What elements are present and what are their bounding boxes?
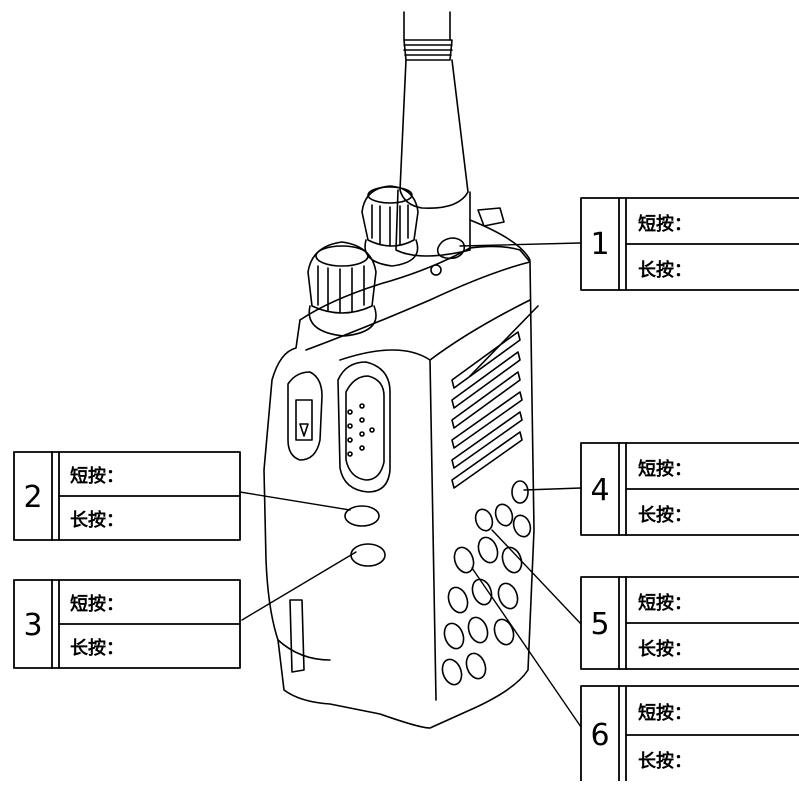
short-press-label: 短按：	[70, 465, 124, 487]
long-press-label: 长按：	[70, 637, 124, 659]
side-button-3-icon	[350, 543, 386, 567]
short-press-label: 短按：	[70, 593, 124, 615]
callout-1	[580, 197, 799, 291]
callout-2	[13, 451, 241, 541]
long-press-label: 长按：	[638, 259, 692, 281]
callout-number: 5	[590, 607, 609, 642]
keypad-icon	[441, 480, 532, 686]
antenna-icon	[395, 11, 471, 257]
radio-illustration	[263, 11, 539, 729]
short-press-label: 短按：	[638, 702, 692, 724]
side-key-panel	[337, 361, 391, 493]
top-button-icon	[430, 237, 466, 276]
callout-number: 3	[23, 608, 42, 643]
callout-4	[580, 442, 799, 536]
callout-5	[580, 576, 799, 670]
ptt-button-icon	[287, 371, 323, 461]
long-press-label: 长按：	[638, 750, 692, 772]
leader-lines	[239, 242, 582, 728]
long-press-label: 长按：	[638, 638, 692, 660]
short-press-label: 短按：	[638, 458, 692, 480]
short-press-label: 短按：	[638, 213, 692, 235]
short-press-label: 短按：	[638, 592, 692, 614]
callout-6	[580, 685, 799, 785]
callout-number: 1	[590, 227, 609, 262]
callout-number: 2	[23, 480, 42, 515]
callout-number: 4	[590, 473, 609, 508]
long-press-label: 长按：	[70, 509, 124, 531]
speaker-grille-icon	[451, 305, 539, 489]
side-button-2-icon	[344, 505, 380, 527]
long-press-label: 长按：	[638, 504, 692, 526]
callout-number: 6	[590, 718, 609, 753]
callout-3	[13, 579, 241, 669]
